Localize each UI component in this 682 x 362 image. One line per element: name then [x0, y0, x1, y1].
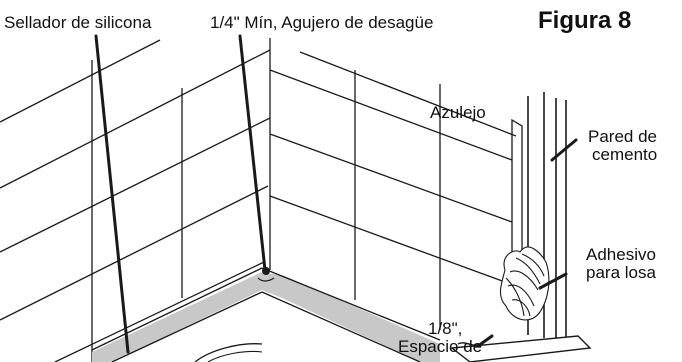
floor-edge [91, 267, 441, 362]
tub-lip [194, 343, 263, 362]
leader-lines [94, 34, 578, 354]
adhesive-label-2: para losa [586, 263, 656, 282]
tile-label: Azulejo [430, 103, 486, 122]
grid-line [0, 117, 271, 253]
leader-drain [238, 34, 267, 272]
grid-line [269, 133, 513, 223]
drain-hole-label: 1/4" Mín, Agujero de desagüe [210, 13, 434, 32]
adhesive-blob [499, 246, 550, 321]
tile-edge [511, 118, 523, 257]
grid-line [0, 185, 269, 321]
grid-line [299, 51, 517, 137]
cement-wall-label-1: Pared de [588, 127, 657, 146]
grid-line [0, 49, 271, 189]
leader-adhesive [538, 272, 568, 290]
sealant-strip [92, 272, 440, 362]
leader-sealant [94, 34, 130, 354]
grid-line [54, 261, 265, 362]
figure-title: Figura 8 [538, 7, 632, 34]
gap-label-1: 1/8", [428, 319, 463, 338]
grid-line [0, 39, 161, 123]
silicone-sealant-label: Sellador de silicona [4, 13, 152, 32]
gap-label-2: Espacio de [398, 337, 483, 356]
back-wall-grid [0, 39, 271, 362]
adhesive-label-1: Adhesivo [586, 245, 656, 264]
grid-line [269, 195, 506, 283]
cement-wall-label-2: cemento [592, 145, 658, 164]
leader-cement [550, 138, 578, 162]
side-wall-grid [269, 38, 523, 330]
leader-gap [476, 334, 494, 348]
grid-line [269, 69, 513, 161]
